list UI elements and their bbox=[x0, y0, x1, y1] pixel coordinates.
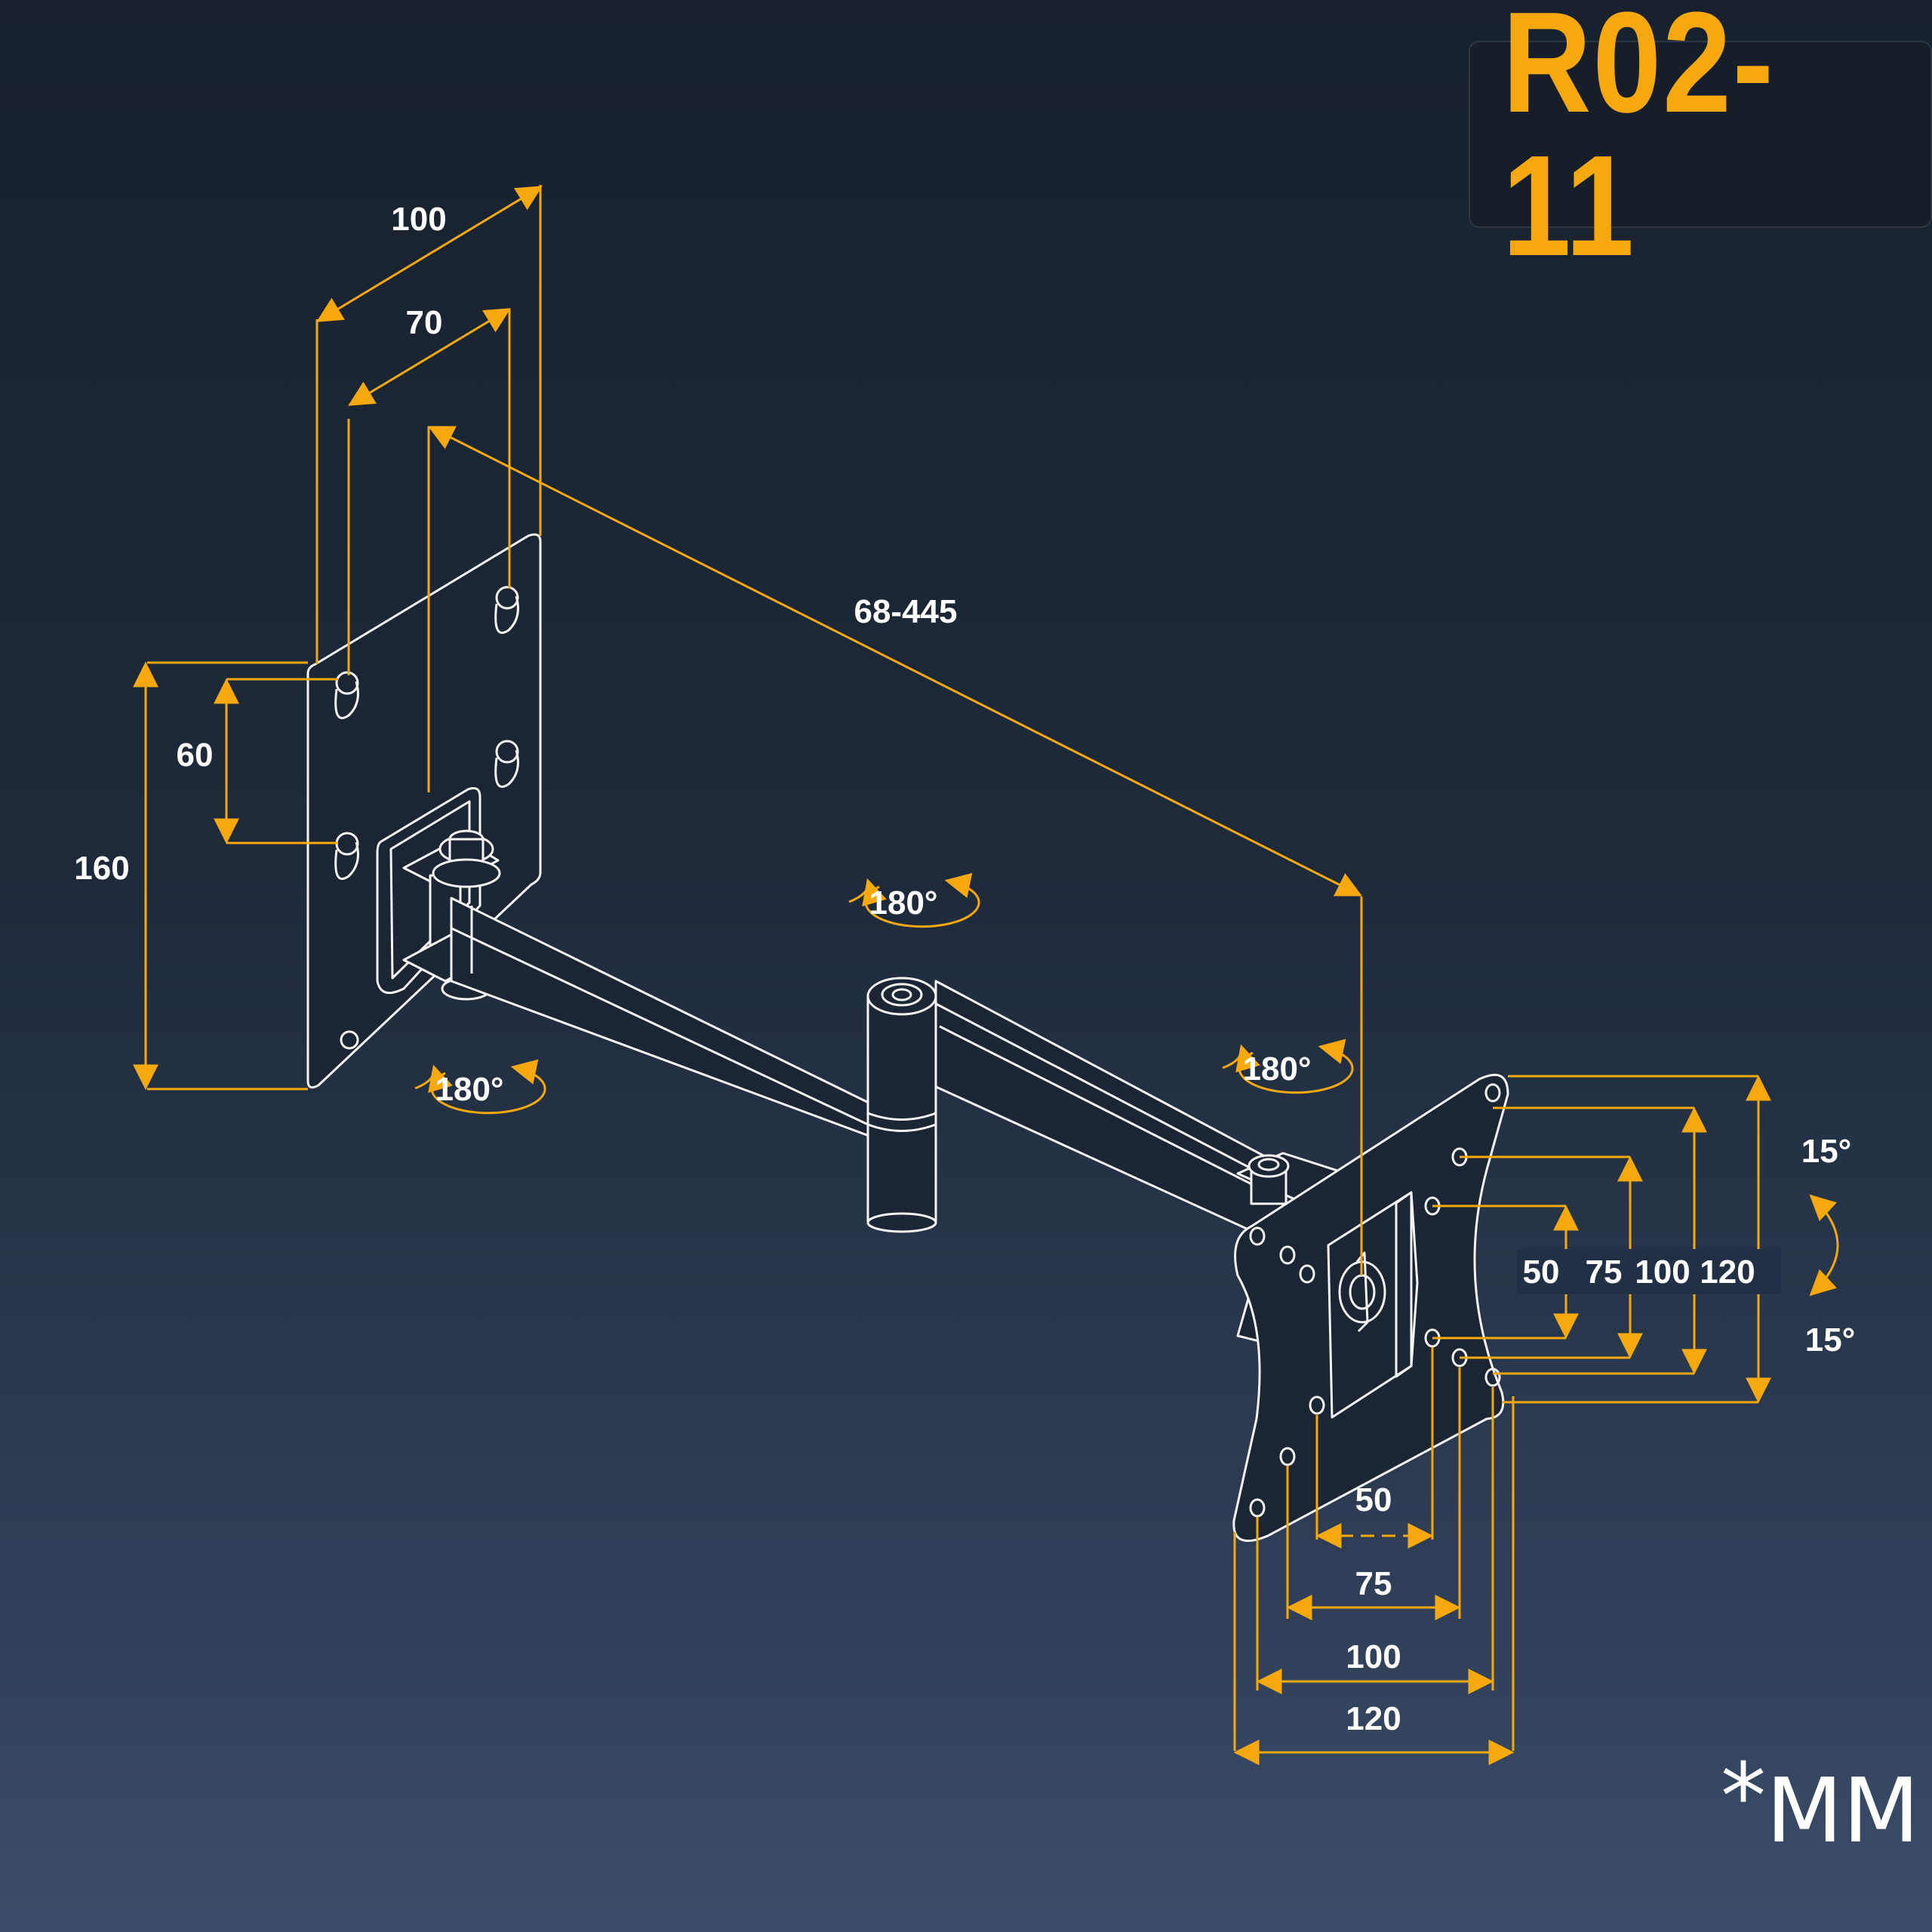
dimension-plate-height: 160 bbox=[74, 661, 308, 1091]
wall-plate bbox=[306, 533, 542, 1089]
arm-first bbox=[450, 897, 937, 1233]
units-label: MM bbox=[1766, 1758, 1920, 1863]
rotation-wall-joint: 180° bbox=[414, 1059, 546, 1115]
vesa-hole-set bbox=[1249, 1083, 1501, 1518]
vesa-h-120: 120 bbox=[1346, 1700, 1401, 1737]
dim-label-hole-spacing: 60 bbox=[177, 737, 214, 774]
rotation-head-joint: 180° bbox=[1222, 1038, 1354, 1094]
units-asterisk: * bbox=[1721, 1745, 1766, 1850]
vesa-head bbox=[1232, 1073, 1509, 1543]
vesa-vertical-dimensions: 50 75 100 120 bbox=[1432, 1075, 1781, 1404]
rotation-label-wall: 180° bbox=[435, 1071, 503, 1108]
dim-label-plate-width: 100 bbox=[391, 201, 446, 238]
dim-label-arm-extension: 68-445 bbox=[854, 593, 957, 630]
tilt-indicator: 15° 15° bbox=[1801, 1133, 1856, 1358]
dimension-hole-spacing: 60 bbox=[177, 678, 338, 844]
units-note: *MM bbox=[1721, 1752, 1920, 1857]
vesa-v-75: 75 bbox=[1586, 1254, 1623, 1291]
vesa-horizontal-dimensions: 50 75 100 120 bbox=[1233, 1347, 1515, 1765]
model-code: R02-11 bbox=[1502, 0, 1775, 286]
screw-hole bbox=[340, 1030, 359, 1050]
tilt-label-down: 15° bbox=[1805, 1321, 1856, 1358]
vesa-v-100: 100 bbox=[1635, 1254, 1690, 1291]
arm-second bbox=[934, 980, 1284, 1247]
dimension-arm-extension: 68-445 bbox=[427, 426, 1363, 1275]
rotation-label-middle: 180° bbox=[869, 884, 937, 921]
rotation-label-head: 180° bbox=[1242, 1051, 1311, 1088]
dimension-plate-inner-width: 70 bbox=[347, 304, 511, 675]
vesa-h-75: 75 bbox=[1355, 1565, 1392, 1602]
keyhole-slot bbox=[334, 671, 359, 719]
vesa-h-100: 100 bbox=[1346, 1638, 1401, 1675]
rotation-middle-joint: 180° bbox=[848, 872, 980, 928]
tilt-label-up: 15° bbox=[1801, 1133, 1852, 1170]
vesa-v-120: 120 bbox=[1700, 1254, 1755, 1291]
vesa-v-50: 50 bbox=[1523, 1254, 1560, 1291]
model-badge: R02-11 bbox=[1469, 0, 1932, 278]
dim-label-plate-inner-width: 70 bbox=[406, 304, 443, 341]
vesa-h-50: 50 bbox=[1355, 1481, 1392, 1518]
dim-label-plate-height: 160 bbox=[74, 850, 129, 887]
